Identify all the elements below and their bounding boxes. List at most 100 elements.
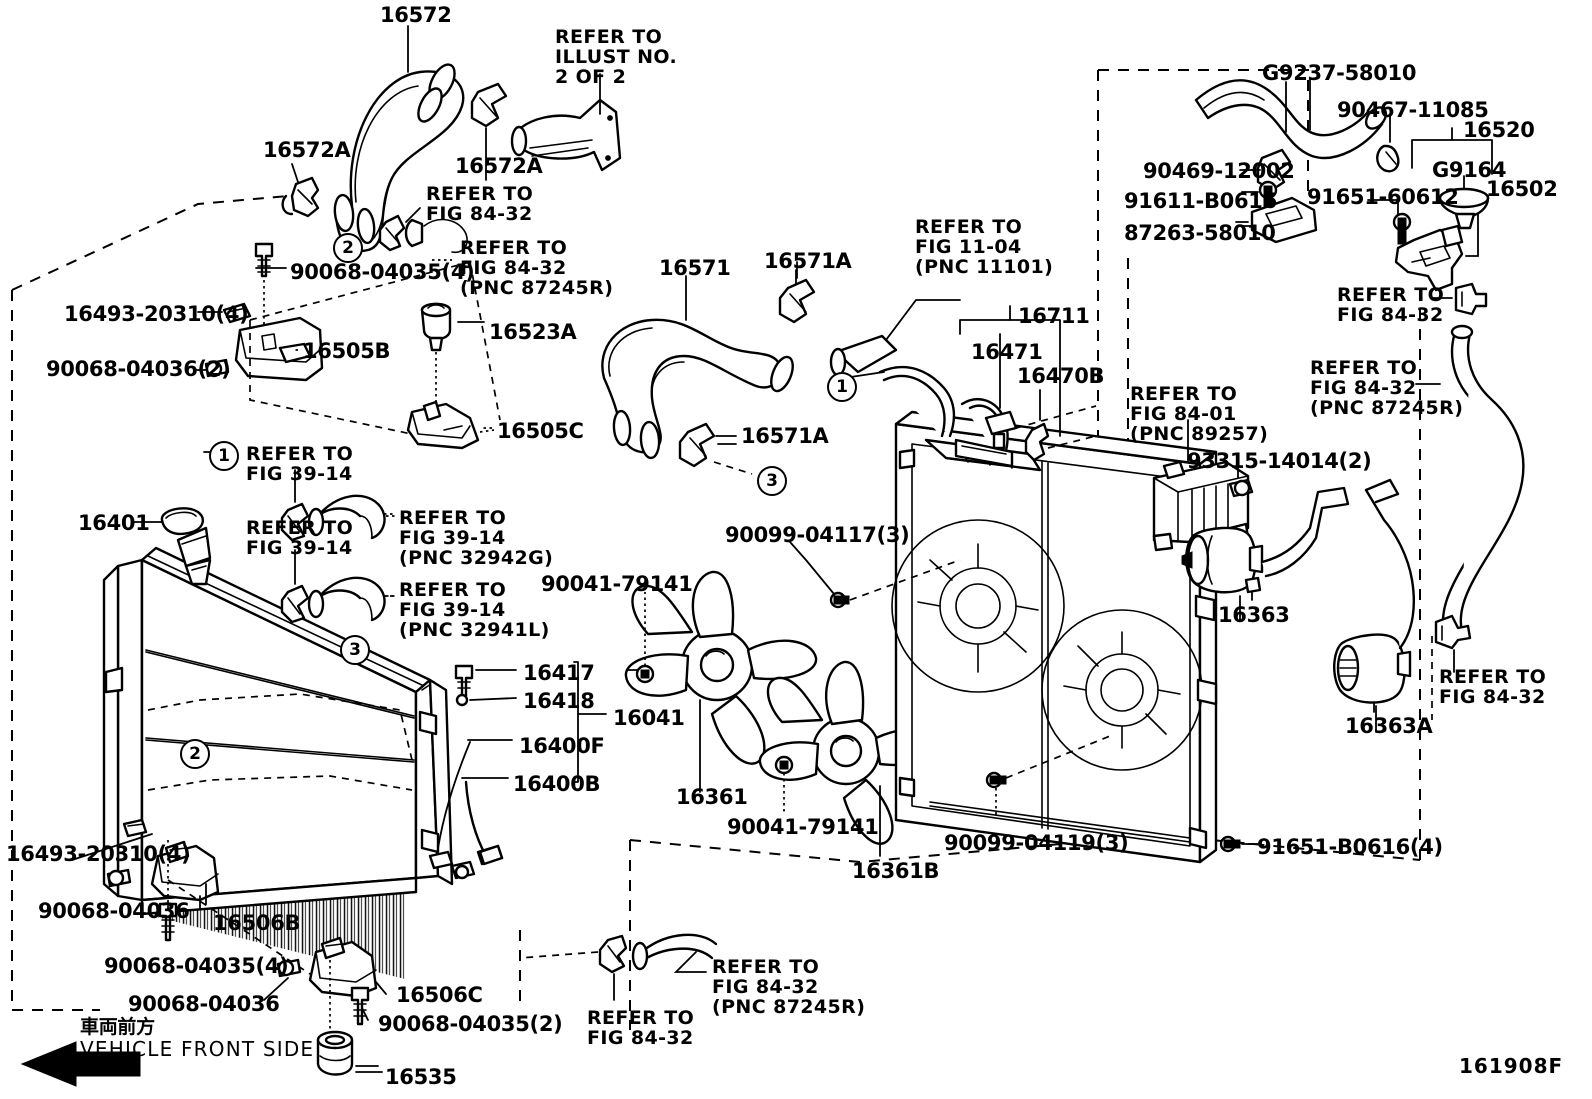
part-callout-c28: 16571A [764, 249, 852, 273]
part-callout-c02: REFER TO ILLUST NO. 2 OF 2 [555, 26, 678, 89]
clamp-90469-12002 [1239, 148, 1292, 192]
clamp-fig8432-bottom [519, 934, 628, 1001]
reservoir-tank-16502 [1394, 191, 1479, 292]
part-callout-c52: 91651-B0616(4) [1257, 835, 1443, 859]
part-callout-c39: 16363A [1345, 714, 1433, 738]
part-callout-c19: 16418 [523, 689, 595, 713]
part-callout-c18: 16417 [523, 661, 595, 685]
part-callout-c42: 90467-11085 [1337, 98, 1489, 122]
part-callout-c54: 90068-04036 [38, 899, 190, 923]
part-callout-c24: 16361 [676, 785, 748, 809]
part-callout-c16: REFER TO FIG 39-14 (PNC 32941L) [399, 579, 550, 642]
part-callout-c08: 16493-20310(4) [64, 302, 249, 326]
part-callout-c06: REFER TO FIG 84-32 (PNC 87245R) [460, 237, 614, 300]
part-callout-c36: REFER TO FIG 84-01 (PNC 89257) [1130, 383, 1269, 446]
reference-balloon-b5: 3 [757, 466, 787, 496]
hose-fig8432-bottom [631, 933, 718, 973]
bolt-90068-04035-top [254, 242, 274, 330]
reservoir-cap-g9164 [1411, 127, 1493, 230]
bolt-91611-b0616 [1241, 180, 1278, 213]
part-callout-c23: 90041-79141 [541, 572, 693, 596]
part-callout-c38: 16363 [1218, 603, 1290, 627]
part-callout-c12: 16505C [497, 419, 584, 443]
fan-motor-16363a [1333, 478, 1415, 713]
part-callout-c56: 90068-04035(4) [104, 954, 289, 978]
group-enclosure-upper-left [11, 195, 289, 1011]
hose-fig3914-upper-pnc32942g [307, 494, 396, 540]
part-callout-c04: 16572A [455, 154, 543, 178]
part-callout-c07: 90068-04035(4) [290, 260, 475, 284]
bolt-93315-14014 [1228, 463, 1254, 498]
part-callout-c41: G9237-58010 [1262, 61, 1417, 85]
part-callout-c31: 90099-04117(3) [725, 523, 910, 547]
part-callout-c25: 90041-79141 [727, 815, 879, 839]
fan-16361 [624, 570, 818, 765]
part-callout-c03: 16572A [263, 138, 351, 162]
part-callout-c53: 16493-20310(4) [6, 842, 191, 866]
part-callout-c05: REFER TO FIG 84-32 [426, 183, 534, 226]
part-callout-c14: REFER TO FIG 39-14 (PNC 32942G) [399, 507, 554, 570]
bracket-16506c [276, 936, 378, 1030]
reference-balloon-b6: 1 [827, 372, 857, 402]
clamp-pair-fig8432-top [378, 214, 468, 254]
bracket-16506b [106, 818, 311, 975]
reference-balloon-b3: 3 [340, 635, 370, 665]
hose-16572 [333, 63, 465, 253]
part-callout-c37: 93315-14014(2) [1187, 449, 1372, 473]
part-callout-c57: 90068-04036 [128, 992, 280, 1016]
part-callout-c58: 16506C [396, 983, 483, 1007]
part-callout-c60: 16535 [385, 1065, 457, 1089]
part-callout-c26: 16361B [852, 859, 940, 883]
part-callout-c34: 16471 [971, 340, 1043, 364]
part-callout-c48: 87263-58010 [1124, 221, 1276, 245]
bolt-91651-60612 [1367, 199, 1412, 245]
part-callout-c43: 16520 [1463, 118, 1535, 142]
vehicle-front-jp-label: 車両前方 [80, 1016, 155, 1038]
clamp-fig8432-right-lower [1431, 614, 1472, 720]
hose-16571 [601, 318, 794, 460]
clip-90467-11085 [1376, 113, 1400, 173]
screw-90099-04117 [789, 541, 961, 609]
part-callout-c50: REFER TO FIG 84-32 [1337, 284, 1445, 327]
part-callout-c35: 16470B [1017, 364, 1105, 388]
part-callout-c46: 90469-12002 [1143, 159, 1295, 183]
fan-16361b [758, 660, 940, 845]
screw-90099-04119 [985, 735, 1111, 818]
leader-lines [71, 25, 1377, 1073]
part-callout-c59: 90068-04035(2) [378, 1012, 563, 1036]
part-callout-c17: 16401 [78, 511, 150, 535]
clamp-fig8432-right-upper [1431, 282, 1488, 316]
figure-id-label: 161908F [1459, 1054, 1564, 1078]
bracket-16505c [406, 400, 495, 450]
clamp-16571a-upper [778, 261, 816, 324]
part-callout-c51: REFER TO FIG 84-32 (PNC 87245R) [1310, 357, 1464, 420]
part-callout-c11: 16523A [489, 320, 577, 344]
part-callout-c22: 16400B [513, 772, 601, 796]
part-callout-c49: 91651-60612 [1307, 185, 1459, 209]
plug-16523a [420, 302, 452, 410]
part-callout-c55: 16506B [213, 911, 301, 935]
part-callout-c27: 16571 [659, 256, 731, 280]
hose-fig8432-right [1415, 324, 1525, 634]
vehicle-front-arrow [20, 1041, 141, 1087]
part-callout-c44: G9164 [1432, 158, 1507, 182]
vehicle-front-en-label: VEHICLE FRONT SIDE [80, 1037, 315, 1061]
part-callout-c01: 16572 [380, 3, 452, 27]
part-callout-c47: 91611-B0616 [1124, 189, 1277, 213]
part-callout-c13: REFER TO FIG 39-14 [246, 443, 354, 486]
mount-16535 [316, 1030, 379, 1076]
part-callout-c20: 16041 [613, 706, 685, 730]
clamp-16571a-lower [678, 422, 753, 475]
control-unit-fig8401 [1152, 419, 1250, 552]
part-callout-c15: REFER TO FIG 39-14 [246, 517, 354, 560]
fastener-set-16417-16418 [428, 661, 607, 870]
part-callout-c61: REFER TO FIG 84-32 (PNC 87245R) [712, 956, 866, 1019]
part-callout-c40: REFER TO FIG 84-32 [1439, 666, 1547, 709]
clamp-16572a-right [470, 82, 508, 128]
pipe-fig1104-pnc11101 [829, 299, 961, 377]
clamp-fig3914-lower [280, 549, 310, 624]
reference-balloon-b4: 2 [180, 739, 210, 769]
group-enclosure-right [1097, 69, 1421, 861]
